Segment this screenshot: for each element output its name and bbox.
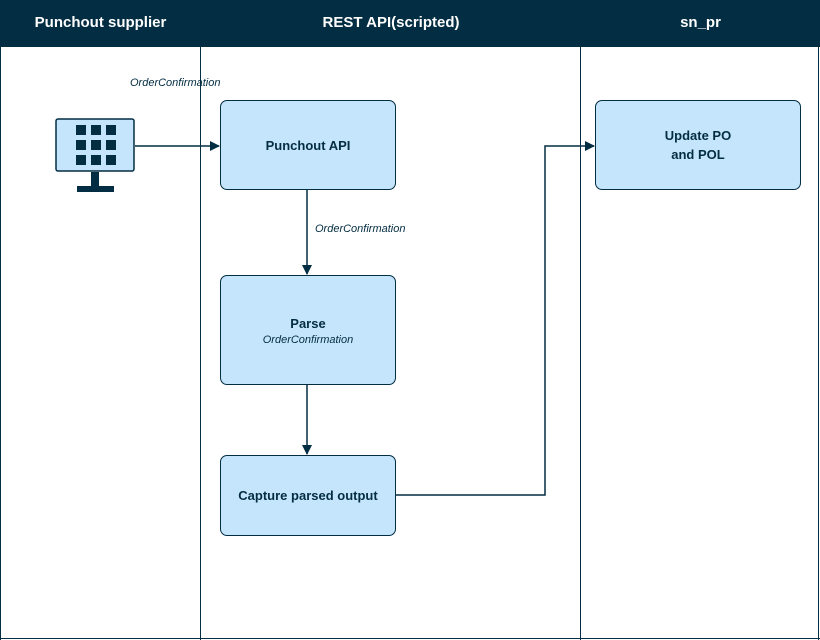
- node-capture-parsed-output: Capture parsed output: [220, 455, 396, 536]
- lane-divider-1: [200, 47, 201, 640]
- lane-bottom-border: [0, 638, 820, 639]
- swimlane-header: [0, 0, 820, 47]
- edge-capture-to-update: [395, 141, 595, 496]
- lane-divider-right: [818, 47, 819, 640]
- node-punchout-api-title: Punchout API: [265, 137, 351, 153]
- node-parse-title: Parse: [290, 315, 326, 331]
- lane-title-sn-pr: sn_pr: [680, 14, 721, 31]
- node-update-po-pol: Update PO and POL: [595, 100, 801, 190]
- node-parse: Parse OrderConfirmation: [220, 275, 396, 385]
- edge-label-api-to-parse: OrderConfirmation: [315, 223, 406, 235]
- lane-divider-2: [580, 47, 581, 640]
- node-punchout-api: Punchout API: [220, 100, 396, 190]
- lane-title-punchout-supplier: Punchout supplier: [34, 14, 167, 31]
- node-update-title: Update PO and POL: [664, 128, 732, 162]
- lane-title-rest-api: REST API(scripted): [322, 14, 460, 31]
- edge-label-supplier-to-api: OrderConfirmation: [130, 77, 221, 89]
- lane-divider-left: [0, 47, 1, 640]
- node-capture-title: Capture parsed output: [238, 488, 378, 503]
- node-parse-subtitle: OrderConfirmation: [262, 333, 354, 346]
- computer-monitor-icon: [55, 118, 135, 192]
